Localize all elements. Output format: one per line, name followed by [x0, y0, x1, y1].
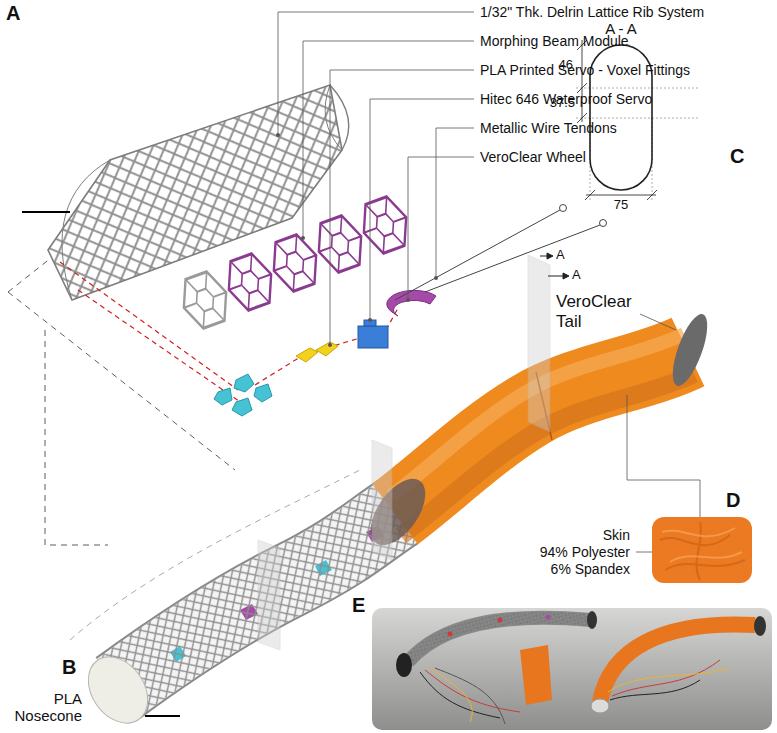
leader-dots — [276, 133, 438, 347]
scale-bar — [145, 715, 180, 717]
assembly-lines — [60, 262, 398, 410]
panel-letter: E — [352, 594, 365, 617]
part-label: VeroClear Wheel — [480, 149, 586, 165]
section-mark: A — [556, 248, 565, 263]
assembled-lattice-body — [118, 512, 398, 688]
part-label: PLA Printed Servo - Voxel Fittings — [480, 62, 690, 78]
section-label: A - A — [605, 20, 637, 37]
panel-letter: D — [726, 489, 740, 512]
section-planes — [258, 255, 550, 650]
servo-symbol — [358, 320, 388, 348]
exploded-guides — [8, 254, 235, 545]
part-label: Metallic Wire Tendons — [480, 120, 617, 136]
leader-lines — [627, 314, 700, 552]
material-label: 6% Spandex — [551, 561, 630, 577]
servo-fittings — [296, 342, 338, 362]
material-label: Skin — [603, 527, 630, 543]
material-label: 94% Polyester — [540, 544, 630, 560]
panel-letter: A — [6, 2, 20, 25]
fabric-swatch — [652, 517, 752, 583]
dimension: 75 — [614, 198, 628, 213]
scale-bar — [22, 211, 70, 213]
wire-tendons — [395, 205, 607, 301]
wheel-symbol — [387, 290, 436, 316]
voxel-fittings — [214, 374, 272, 416]
part-label: 1/32" Thk. Delrin Lattice Rib System — [480, 4, 704, 20]
leader-lines — [278, 12, 474, 345]
dimension: 37.5 — [550, 96, 575, 111]
prototype-photo — [372, 608, 772, 730]
nosecone-shape — [76, 646, 160, 733]
panel-letter: C — [730, 145, 744, 168]
section-mark: A — [572, 268, 581, 283]
part-label: PLA Nosecone — [10, 690, 82, 725]
dimension: 46 — [559, 58, 573, 73]
panel-letter: B — [62, 656, 76, 679]
part-label: VeroClear Tail — [556, 292, 644, 331]
lattice-rib-tube — [48, 85, 349, 300]
